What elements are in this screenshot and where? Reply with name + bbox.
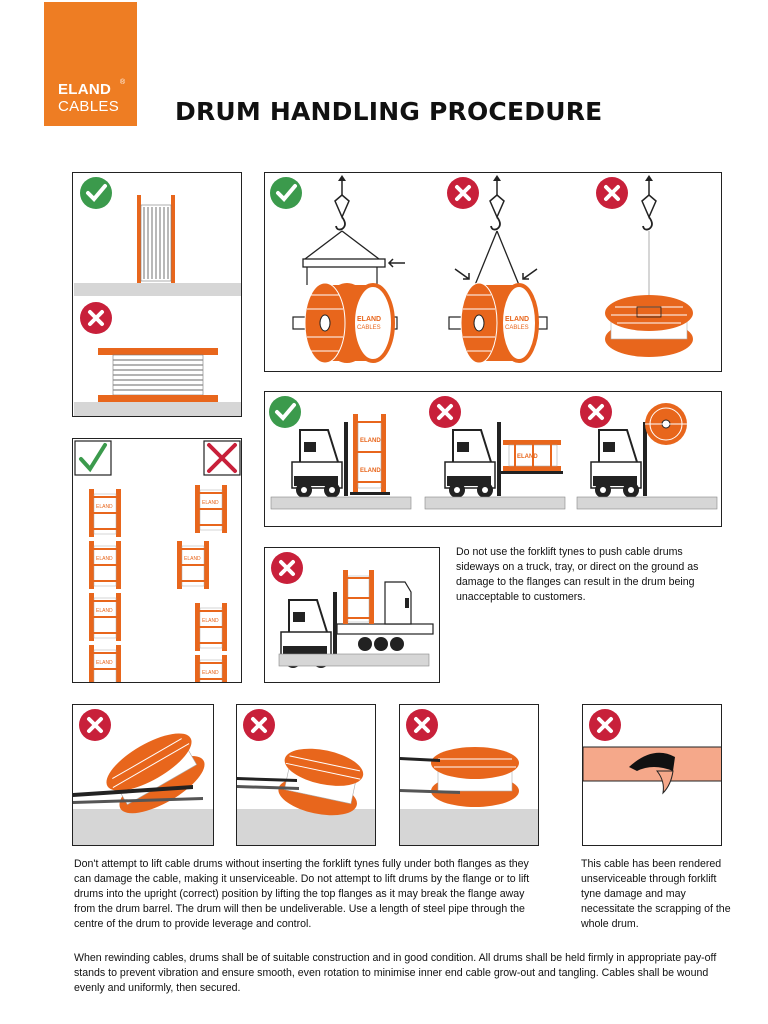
forklift-tyne — [73, 797, 203, 804]
logo-line2: CABLES — [58, 98, 119, 115]
panel-crane-lifting: ELAND CABLES ELAND CABLES — [264, 172, 722, 372]
forklift-tyne — [400, 789, 460, 794]
panel-lift-flat-partial — [399, 704, 539, 846]
drum-flat-3d — [605, 295, 693, 357]
drum-tilted — [106, 733, 205, 814]
bad-cross-icon — [243, 709, 275, 741]
ground — [400, 809, 538, 845]
forklift-tyne — [73, 785, 193, 797]
bad-x-icon — [203, 440, 241, 476]
ok-checkmark-icon — [74, 440, 112, 476]
drum-side-view: ELAND CABLES — [292, 282, 398, 364]
ok-check-icon — [269, 396, 301, 428]
forklift-tyne — [237, 777, 297, 782]
drum-flat — [98, 348, 218, 402]
bad-cross-icon — [429, 396, 461, 428]
bad-cross-icon — [596, 177, 628, 209]
text-rewinding: When rewinding cables, drums shall be of… — [74, 952, 717, 994]
cable-tear — [629, 752, 675, 771]
bad-cross-icon — [589, 709, 621, 741]
ground — [74, 402, 241, 416]
svg-text:ELAND: ELAND — [517, 454, 538, 460]
panel-cable-damage — [582, 704, 722, 846]
panel-lift-one-flange — [72, 704, 214, 846]
ground — [270, 496, 412, 510]
logo-line1: ELAND — [58, 81, 112, 98]
crane-hook-icon — [641, 175, 657, 231]
svg-text:CABLES: CABLES — [505, 325, 529, 331]
ground — [237, 809, 375, 845]
bad-cross-icon — [580, 396, 612, 428]
drum-flat-on-tynes: ELAND — [503, 440, 561, 471]
bad-cross-icon — [271, 552, 303, 584]
panel-forklift-lifting: ELAND ELAND ELAND — [264, 391, 722, 527]
drum-side-view: ELAND CABLES — [448, 282, 548, 364]
ok-check-icon — [270, 177, 302, 209]
ground — [73, 809, 213, 845]
truck — [336, 581, 434, 651]
page-title: DRUM HANDLING PROCEDURE — [175, 97, 603, 126]
text-push-warning: Do not use the forklift tynes to push ca… — [456, 546, 699, 603]
bad-cross-icon — [79, 709, 111, 741]
forklift-tyne — [237, 785, 299, 790]
bad-cross-icon — [80, 302, 112, 334]
ok-check-icon — [80, 177, 112, 209]
spreader-bar — [302, 258, 386, 268]
logo-registered-mark: ® — [120, 79, 126, 86]
cable-flap — [655, 770, 674, 795]
panel-lift-partial — [236, 704, 376, 846]
drum-upright — [137, 195, 175, 283]
svg-text:ELAND: ELAND — [505, 316, 529, 323]
panel-forklift-pushing — [264, 547, 440, 683]
text-lift-warning: Don't attempt to lift cable drums withou… — [74, 858, 530, 930]
ground — [74, 283, 241, 296]
drum-stack-incorrect — [176, 484, 228, 682]
bad-cross-icon — [447, 177, 479, 209]
bad-cross-icon — [406, 709, 438, 741]
panel-storage-orientation — [72, 172, 242, 417]
svg-text:ELAND: ELAND — [360, 438, 381, 444]
svg-text:ELAND: ELAND — [360, 468, 381, 474]
forklift-tyne — [400, 757, 440, 762]
ground — [424, 496, 566, 510]
svg-text:ELAND: ELAND — [96, 504, 113, 510]
drum-flat-3d — [431, 747, 519, 807]
text-cable-damage: This cable has been rendered unserviceab… — [581, 858, 731, 930]
svg-text:CABLES: CABLES — [357, 325, 381, 331]
crane-hook-icon — [489, 175, 505, 231]
ground — [278, 653, 430, 667]
eland-cables-logo: ELAND ® CABLES — [44, 2, 137, 126]
arrow-icon — [522, 268, 538, 280]
crane-hook-icon — [334, 175, 350, 231]
arrow-icon — [387, 258, 405, 268]
drum-stack-correct: ELAND — [88, 489, 122, 682]
drum-upright-on-tynes: ELAND ELAND — [353, 414, 386, 492]
panel-stacking: ELAND — [72, 438, 242, 683]
svg-text:ELAND: ELAND — [357, 316, 381, 323]
arrow-icon — [454, 268, 470, 280]
drum-raised-edge — [645, 403, 687, 445]
drum-upright-on-truck — [343, 570, 374, 624]
ground — [576, 496, 718, 510]
